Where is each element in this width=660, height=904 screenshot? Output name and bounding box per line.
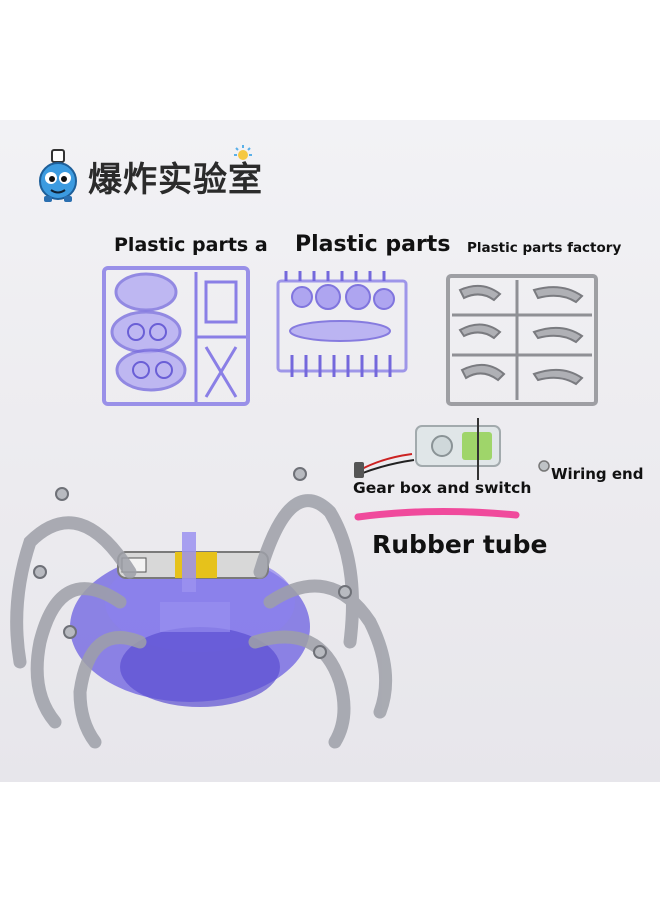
wiring-end-part	[538, 460, 550, 472]
gear-box-with-switch	[354, 418, 501, 480]
label-plastic-parts-factory: Plastic parts factory	[467, 240, 622, 256]
label-plastic-parts-a: Plastic parts a	[114, 234, 268, 256]
label-gear-box-and-switch: Gear box and switch	[353, 479, 532, 497]
brand-logo: 爆炸实验室	[36, 145, 263, 207]
label-rubber-tube: Rubber tube	[372, 530, 548, 559]
plastic-sprue-factory	[446, 274, 598, 406]
brand-name: 爆炸实验室	[88, 159, 263, 200]
assembled-spider-robot	[10, 467, 393, 749]
plastic-sprue-a	[102, 266, 250, 406]
rubber-tube-part	[354, 507, 520, 521]
plastic-sprue-b	[276, 271, 408, 377]
flask-mascot-icon	[39, 149, 77, 202]
label-wiring-end: Wiring end	[551, 465, 644, 483]
label-plastic-parts: Plastic parts	[295, 232, 451, 257]
light-bulb-icon	[234, 145, 252, 160]
